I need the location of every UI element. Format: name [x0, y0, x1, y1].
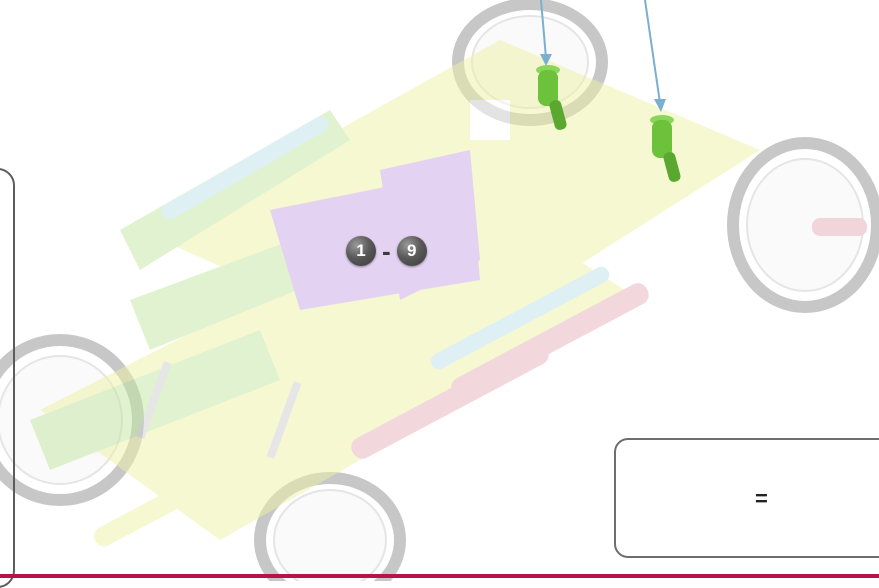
- step-range-badge: 1 - 9: [346, 235, 427, 267]
- wheel-icon: [733, 143, 877, 307]
- part-equivalence-box: [614, 438, 879, 558]
- equivalence-symbol: =: [755, 486, 768, 512]
- step-start-number: 1: [346, 236, 376, 266]
- step-range-separator: -: [382, 236, 391, 266]
- callout-arrow-icon: [645, 0, 666, 112]
- side-panel-frame: [0, 168, 15, 588]
- step-end-number: 9: [397, 236, 427, 266]
- page-bottom-rule: [0, 574, 879, 578]
